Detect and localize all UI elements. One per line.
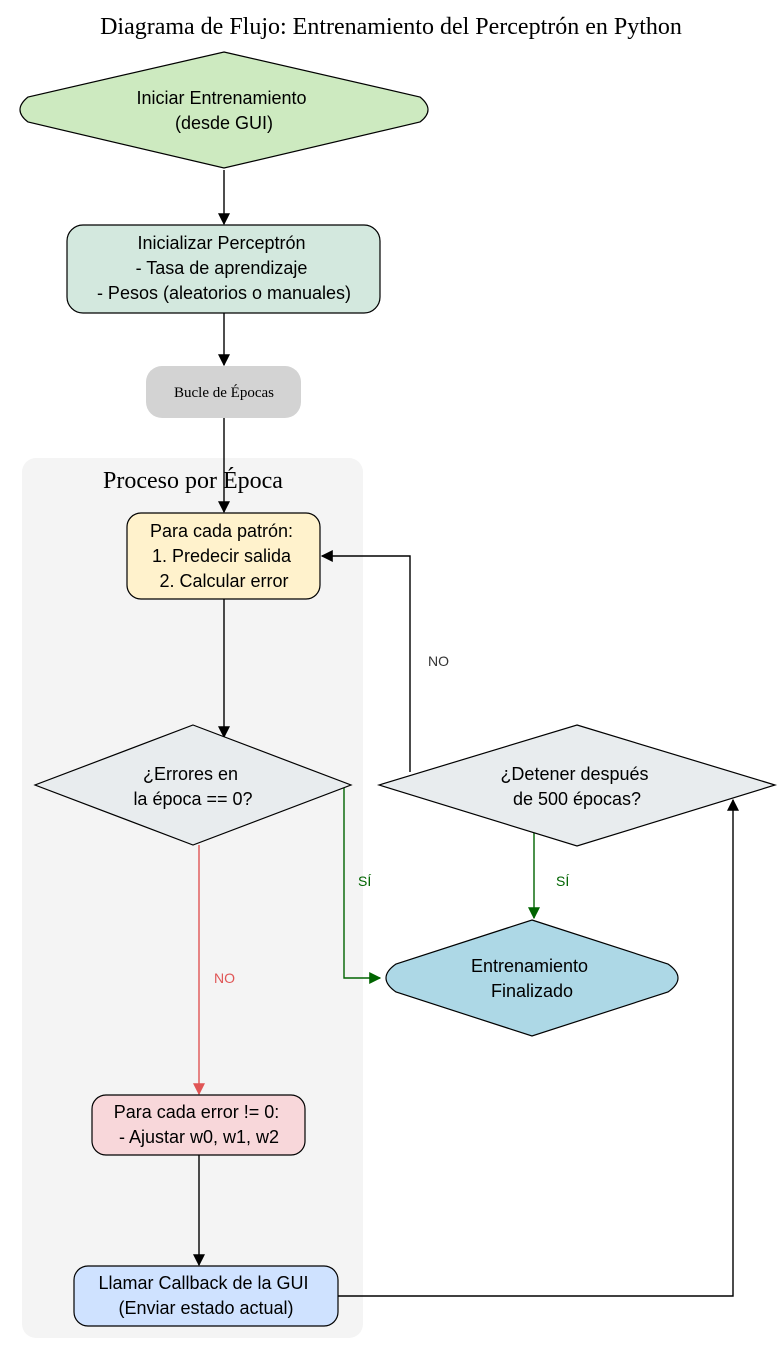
node-errors-check-text: ¿Errores en la época == 0? [133,764,252,809]
node-epoch-loop: Bucle de Épocas [146,366,301,418]
node-pattern-shape [126,512,321,600]
node-callback: Llamar Callback de la GUI (Enviar estado… [73,1265,339,1327]
node-errors-check: ¿Errores en la época == 0? [33,724,353,846]
edges [193,170,739,1297]
node-errors-check-shape [33,724,353,846]
cluster-label: Proceso por Época [103,468,283,494]
edge-stop-no-to-pattern [320,550,411,772]
edge-label-errors-no: NO [214,970,235,986]
node-epoch-loop-shape [146,366,301,418]
edge-callback-to-stop [338,798,739,1297]
node-adjust: Para cada error != 0: - Ajustar w0, w1, … [91,1094,306,1156]
edge-errors-yes-to-finished [343,787,382,984]
node-adjust-shape [91,1094,306,1156]
node-start: Iniciar Entrenamiento (desde GUI) [19,51,429,169]
node-stop-check: ¿Detener después de 500 épocas? [376,724,778,847]
diagram-title: Diagrama de Flujo: Entrenamiento del Per… [100,14,682,40]
node-init-shape [66,224,381,314]
node-finished-text: Entrenamiento Finalizado [471,956,593,1001]
edge-label-errors-yes: SÍ [358,873,371,889]
node-start-shape [19,51,429,169]
node-finished-shape [385,919,679,1037]
node-adjust-text: Para cada error != 0: - Ajustar w0, w1, … [114,1102,285,1147]
node-stop-check-text: ¿Detener después de 500 épocas? [500,764,653,809]
edge-label-stop-no: NO [428,653,449,669]
node-start-text: Iniciar Entrenamiento (desde GUI) [136,88,311,133]
node-pattern-text: Para cada patrón: 1. Predecir salida 2. … [150,521,298,591]
node-epoch-loop-text: Bucle de Épocas [174,384,274,401]
node-stop-check-shape [376,724,778,847]
node-callback-text: Llamar Callback de la GUI (Enviar estado… [98,1273,313,1318]
node-init-text: Inicializar Perceptrón - Tasa de aprendi… [97,233,351,303]
node-callback-shape [73,1265,339,1327]
node-init: Inicializar Perceptrón - Tasa de aprendi… [66,224,381,314]
edge-label-stop-yes: SÍ [556,873,569,889]
node-pattern: Para cada patrón: 1. Predecir salida 2. … [126,512,321,600]
node-finished: Entrenamiento Finalizado [385,919,679,1037]
